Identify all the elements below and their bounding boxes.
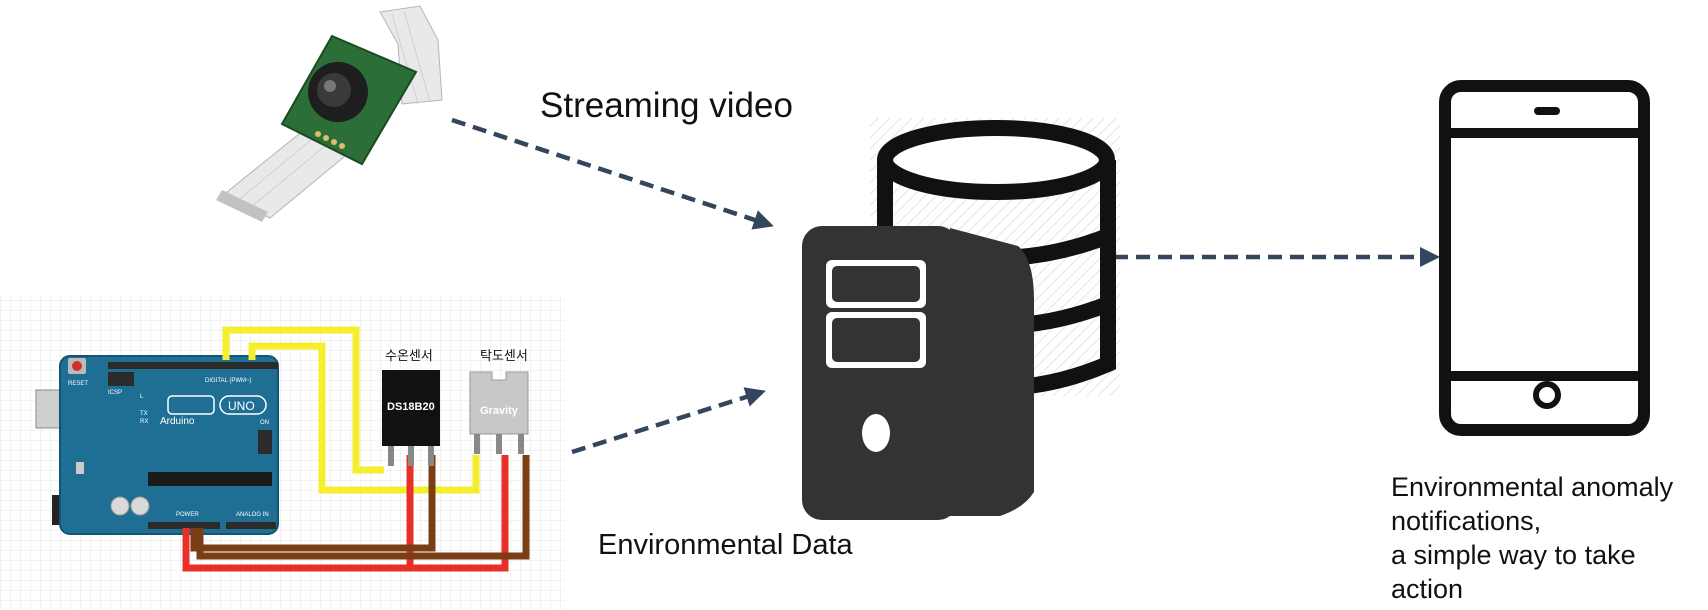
icsp-label: ICSP <box>108 390 122 396</box>
notification-label: Environmental anomaly notifications, a s… <box>1391 470 1673 606</box>
sensor-wires <box>182 326 530 572</box>
analog-label: ANALOG IN <box>236 512 269 518</box>
arduino-schematic: RESET DIGITAL (PWM~) ICSP L TX RX Arduin… <box>0 296 565 610</box>
arduino-board: RESET DIGITAL (PWM~) ICSP L TX RX Arduin… <box>35 355 279 535</box>
l-label: L <box>140 394 144 400</box>
arduino-brand: Arduino <box>160 416 195 427</box>
turbidity-sensor-chip: Gravity <box>480 405 519 417</box>
temperature-sensor: 수온센서 DS18B20 <box>382 349 440 466</box>
flow-arrows <box>451 117 1441 455</box>
ribbon-cable-top <box>379 5 443 105</box>
arrow-camera-to-server <box>451 117 774 230</box>
temperature-sensor-chip: DS18B20 <box>387 401 435 413</box>
streaming-video-label: Streaming video <box>540 86 793 125</box>
reset-label: RESET <box>68 381 88 387</box>
power-label: POWER <box>176 512 199 518</box>
turbidity-sensor: 탁도센서 Gravity <box>469 349 529 454</box>
server-icon <box>802 226 1034 520</box>
notification-line: notifications, <box>1391 506 1542 536</box>
ribbon-connector <box>216 190 268 222</box>
smartphone-icon <box>1439 80 1650 436</box>
notification-line: Environmental anomaly <box>1391 472 1674 502</box>
red-wire <box>182 455 509 572</box>
environmental-data-label: Environmental Data <box>598 529 853 561</box>
arduino-model: UNO <box>228 399 255 413</box>
notification-line: a simple way to take <box>1391 540 1636 570</box>
camera-module <box>216 5 443 222</box>
rx-label: RX <box>140 419 148 425</box>
yellow-wire-turbidity <box>248 342 480 494</box>
tx-label: TX <box>140 411 148 417</box>
notification-line: action <box>1391 574 1464 604</box>
on-label: ON <box>260 420 269 426</box>
brown-wire-temp <box>190 455 436 552</box>
brown-wire <box>196 455 530 560</box>
arrow-arduino-to-server <box>571 387 766 455</box>
digital-label: DIGITAL (PWM~) <box>205 378 252 384</box>
yellow-wire-temp <box>222 326 384 474</box>
temperature-sensor-title: 수온센서 <box>385 349 433 364</box>
turbidity-sensor-title: 탁도센서 <box>480 349 528 364</box>
